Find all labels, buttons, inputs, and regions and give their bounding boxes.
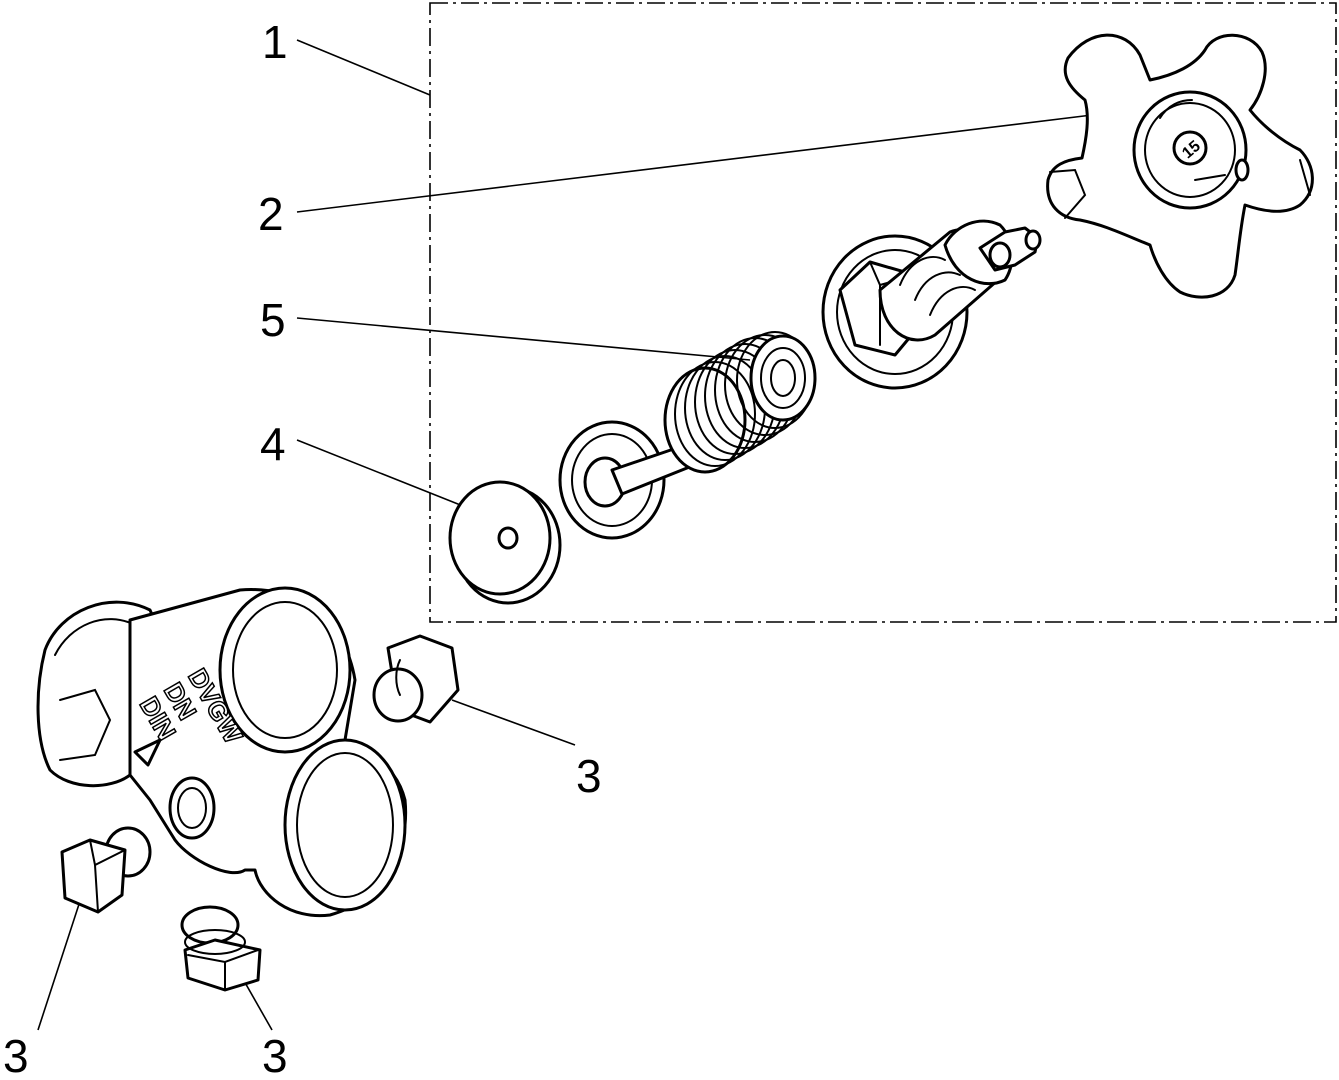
callout-5: 5 (260, 294, 286, 346)
plug-lower-left (60, 826, 152, 914)
leader-3b (37, 894, 83, 1031)
compression-spring (663, 331, 817, 474)
leader-4 (296, 439, 479, 513)
leader-2 (296, 114, 1093, 213)
leader-3a (451, 699, 576, 746)
plug-lower-middle (180, 905, 262, 992)
leader-1 (296, 39, 431, 96)
callout-2: 2 (258, 188, 284, 240)
valve-plug-with-spring (558, 331, 817, 540)
valve-body: DVGW DN DIN (36, 586, 408, 918)
callout-3-right: 3 (576, 750, 602, 802)
leader-5 (296, 317, 751, 361)
seal-disc (448, 480, 562, 605)
callout-3-middle: 3 (262, 1030, 288, 1080)
kit-boundary-frame (429, 2, 1337, 623)
plug-upper-right (372, 634, 460, 724)
callout-1: 1 (262, 16, 288, 68)
spindle-bonnet-assembly (821, 219, 1042, 390)
callout-4: 4 (260, 418, 286, 470)
callout-3-left: 3 (3, 1030, 29, 1080)
leader-lines (37, 39, 1093, 1031)
handwheel: 15 (1046, 33, 1314, 299)
callout-labels: 1 2 5 4 3 3 3 (3, 16, 602, 1080)
